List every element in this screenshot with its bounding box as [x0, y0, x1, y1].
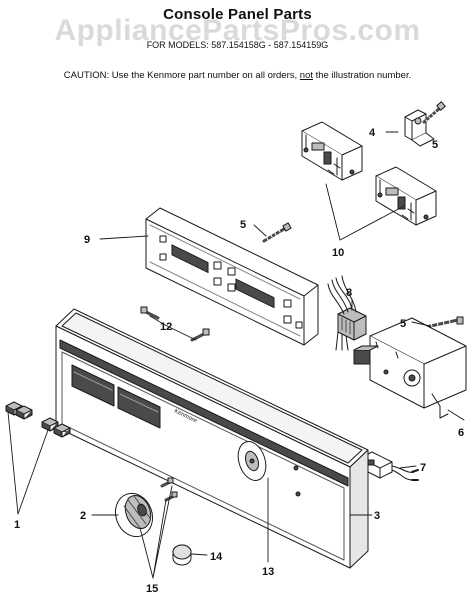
- callout-7: 7: [420, 462, 426, 474]
- callout-4: 4: [369, 127, 376, 139]
- callout-10: 10: [332, 247, 344, 259]
- part-5-screw-right: [424, 316, 464, 329]
- callout-labels: 1 2 3 4 5 5 5 6 7 8 9 10 12 13 14 15: [14, 127, 464, 595]
- callout-13: 13: [262, 566, 274, 578]
- part-5-screw-middle: [262, 222, 292, 243]
- callout-6: 6: [458, 427, 464, 439]
- part-10-switch-upper: [301, 121, 363, 181]
- callout-9: 9: [84, 234, 90, 246]
- part-7-door-switch: [359, 451, 419, 481]
- part-4-bracket: [404, 109, 435, 147]
- callout-1: 1: [14, 519, 20, 531]
- callout-12: 12: [160, 321, 172, 333]
- models-line: FOR MODELS: 587.154158G - 587.154159G: [146, 40, 329, 50]
- caution-prefix: CAUTION: Use the Kenmore part number on …: [63, 70, 300, 81]
- callout-2: 2: [80, 510, 86, 522]
- callout-5-middle: 5: [240, 219, 246, 231]
- part-3-console-panel: Kenmore: [55, 308, 369, 569]
- part-12-screws: [140, 306, 210, 342]
- leader-lines: [7, 131, 465, 579]
- part-6-timer: [353, 317, 467, 419]
- part-1-buttons: [5, 401, 71, 438]
- part-8-wire-harness: [327, 275, 367, 351]
- part-10-switch-lower: [375, 166, 437, 226]
- part-14-button: [172, 544, 192, 566]
- part-9-mounting-plate: [145, 207, 319, 346]
- callout-5-right: 5: [400, 318, 406, 330]
- diagram-title: Console Panel Parts: [163, 6, 312, 23]
- callout-3: 3: [374, 510, 380, 522]
- part-15-screws: [160, 477, 178, 502]
- callout-15: 15: [146, 583, 158, 595]
- callout-14: 14: [210, 551, 223, 563]
- callout-8: 8: [346, 287, 352, 299]
- callout-5-top: 5: [432, 139, 438, 151]
- caution-emphasis: not: [299, 70, 313, 81]
- caution-note: CAUTION: Use the Kenmore part number on …: [0, 70, 475, 81]
- caution-suffix: the illustration number.: [313, 70, 412, 81]
- part-2-knob: [114, 492, 154, 538]
- part-5-screw-top: [422, 101, 446, 124]
